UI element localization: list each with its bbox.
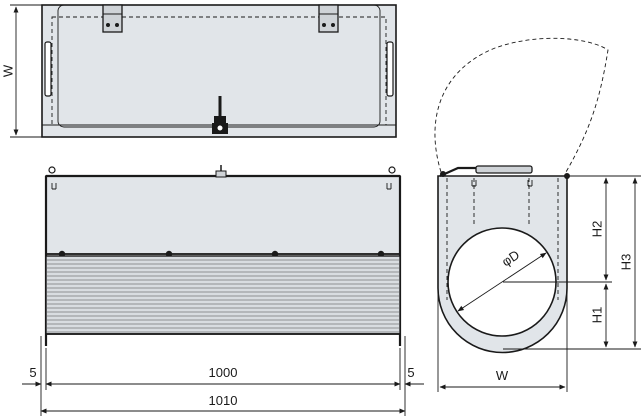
front-view: 5 1000 5 1010 bbox=[22, 165, 424, 416]
front-view-body bbox=[45, 175, 401, 255]
right-hinge-icon bbox=[318, 4, 339, 33]
h3-label: H3 bbox=[618, 254, 633, 271]
lid-handle-icon bbox=[439, 165, 570, 187]
front-latch-icon bbox=[215, 165, 227, 178]
side-width-label: W bbox=[496, 368, 509, 383]
left-fitting-icon bbox=[48, 166, 56, 174]
total-length-label: 1010 bbox=[209, 393, 238, 408]
lid-swing-arc bbox=[434, 37, 609, 173]
left-offset-label: 5 bbox=[29, 365, 36, 380]
right-grip-handle bbox=[386, 41, 394, 97]
inner-length-label: 1000 bbox=[209, 365, 238, 380]
top-width-label: W bbox=[0, 64, 15, 77]
top-view: W bbox=[0, 4, 397, 138]
louver-lines bbox=[47, 259, 399, 333]
h1-label: H1 bbox=[589, 307, 604, 324]
center-latch-icon bbox=[212, 96, 228, 134]
left-grip-handle bbox=[44, 41, 52, 97]
louver-section bbox=[45, 255, 401, 335]
right-fitting-icon bbox=[388, 166, 396, 174]
side-view: φD H2 H1 H3 W bbox=[434, 37, 641, 392]
h2-label: H2 bbox=[589, 221, 604, 238]
right-offset-label: 5 bbox=[407, 365, 414, 380]
left-hinge-icon bbox=[102, 4, 123, 33]
